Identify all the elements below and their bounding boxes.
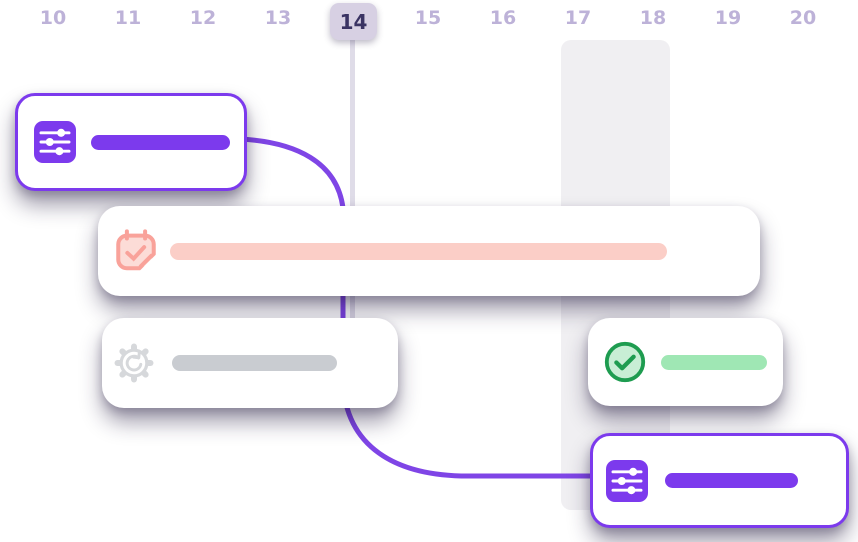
day-label[interactable]: 13 <box>264 7 292 29</box>
task-progress-bar <box>91 134 230 150</box>
day-label[interactable]: 20 <box>789 7 817 29</box>
selected-day-marker[interactable]: 14 <box>330 3 377 40</box>
day-label[interactable]: 15 <box>414 7 442 29</box>
day-label[interactable]: 19 <box>714 7 742 29</box>
task-progress-bar <box>172 355 337 371</box>
day-label[interactable]: 11 <box>114 7 142 29</box>
task-card-pink-wide[interactable] <box>98 206 760 296</box>
sliders-icon <box>34 121 76 163</box>
task-progress-bar <box>661 354 767 370</box>
task-card-gray[interactable] <box>102 318 398 408</box>
selected-day-label: 14 <box>339 9 368 34</box>
gear-sync-icon <box>112 341 156 385</box>
task-progress-bar <box>170 242 667 260</box>
task-progress-bar <box>665 473 798 488</box>
day-label[interactable]: 10 <box>39 7 67 29</box>
task-card-purple-top[interactable] <box>15 93 247 191</box>
check-circle-icon <box>602 339 648 385</box>
day-label[interactable]: 16 <box>489 7 517 29</box>
calendar-check-icon <box>113 228 159 274</box>
day-label[interactable]: 18 <box>639 7 667 29</box>
day-label[interactable]: 12 <box>189 7 217 29</box>
task-card-purple-bottom[interactable] <box>590 433 849 528</box>
day-label[interactable]: 17 <box>564 7 592 29</box>
purple-dependency-connector <box>237 136 594 479</box>
task-card-green-done[interactable] <box>588 318 783 406</box>
sliders-icon <box>606 459 648 502</box>
